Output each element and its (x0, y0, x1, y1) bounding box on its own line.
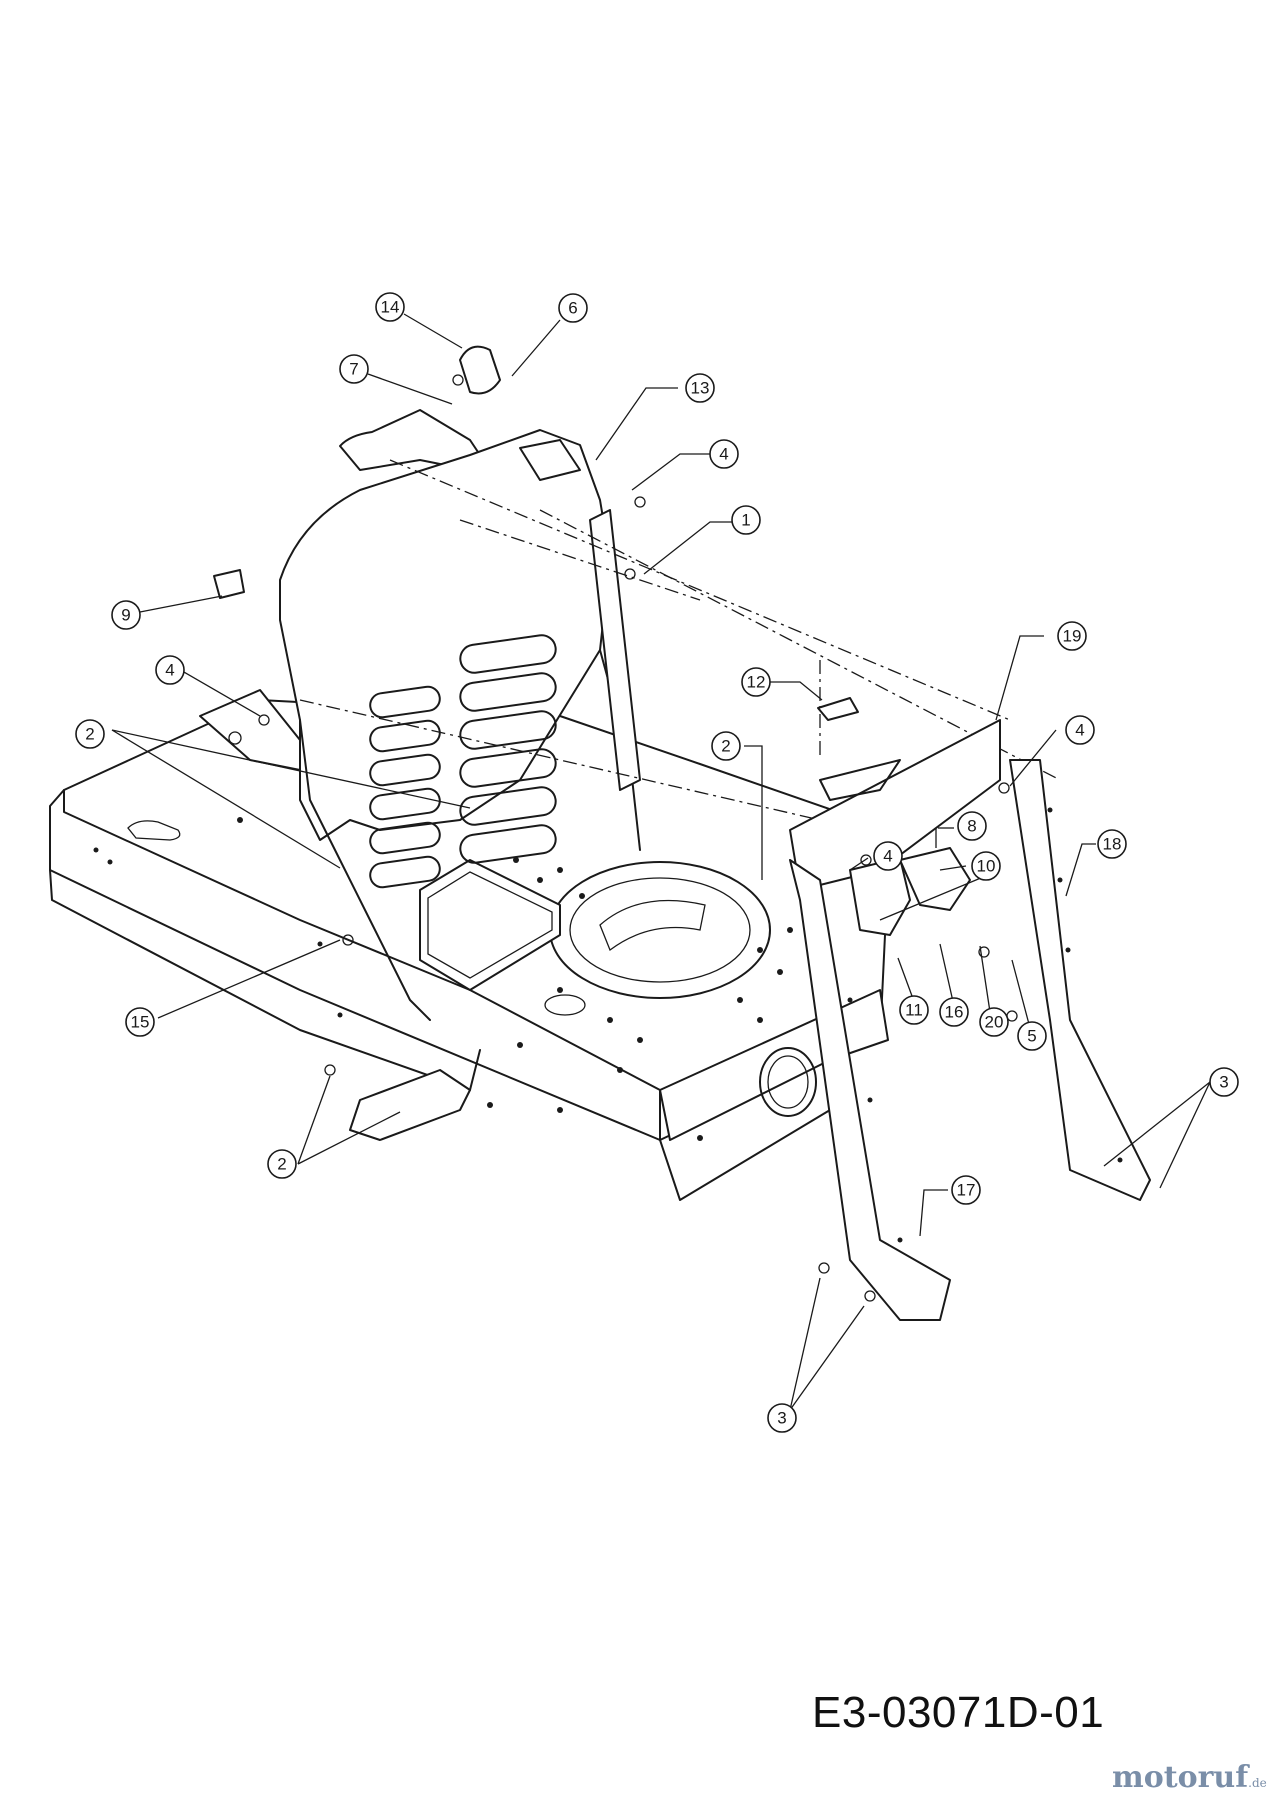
callout-number: 2 (277, 1155, 286, 1174)
callout: 13 (685, 373, 715, 403)
watermark-name: motoruf (1112, 1760, 1249, 1795)
callout: 1 (731, 505, 761, 535)
callout-number: 3 (1219, 1073, 1228, 1092)
callout-number: 20 (985, 1013, 1004, 1032)
callout: 9 (111, 600, 141, 630)
watermark-tld: .de (1248, 1776, 1267, 1790)
callout: 4 (155, 655, 185, 685)
callout-number: 15 (131, 1013, 150, 1032)
callout-number: 4 (165, 661, 174, 680)
callout: 4 (709, 439, 739, 469)
callout: 2 (711, 731, 741, 761)
callout: 3 (1209, 1067, 1239, 1097)
callout-number: 4 (883, 847, 892, 866)
callout-number: 18 (1103, 835, 1122, 854)
callout: 20 (979, 1007, 1009, 1037)
callout-number: 10 (977, 857, 996, 876)
callout-number: 19 (1063, 627, 1082, 646)
callout: 12 (741, 667, 771, 697)
callout: 3 (767, 1403, 797, 1433)
callout-number: 6 (568, 299, 577, 318)
callout-number: 4 (1075, 721, 1084, 740)
callout-number: 9 (121, 606, 130, 625)
callout-number: 11 (905, 1001, 923, 1020)
callout: 4 (1065, 715, 1095, 745)
callout: 4 (873, 841, 903, 871)
watermark-logo: motoruf.de (1112, 1760, 1267, 1795)
callout: 2 (267, 1149, 297, 1179)
callout-number: 14 (381, 298, 400, 317)
callout-number: 13 (691, 379, 710, 398)
callout-number: 4 (719, 445, 728, 464)
callout-number: 1 (741, 511, 750, 530)
callout: 19 (1057, 621, 1087, 651)
callout-number: 8 (967, 817, 976, 836)
callout: 6 (558, 293, 588, 323)
callout: 10 (971, 851, 1001, 881)
callout: 15 (125, 1007, 155, 1037)
callout-number: 3 (777, 1409, 786, 1428)
callout: 5 (1017, 1021, 1047, 1051)
callout: 18 (1097, 829, 1127, 859)
callout-number: 7 (349, 360, 358, 379)
callout: 7 (339, 354, 369, 384)
callouts: 14 6 7 13 4 1 9 4 12 19 4 2 2 8 18 4 10 … (75, 292, 1239, 1433)
callout: 16 (939, 997, 969, 1027)
callout: 2 (75, 719, 105, 749)
callout-number: 5 (1027, 1027, 1036, 1046)
callout-number: 2 (85, 725, 94, 744)
callout: 17 (951, 1175, 981, 1205)
right-side-rails (789, 719, 1151, 1321)
callout-number: 16 (945, 1003, 964, 1022)
callout-number: 2 (721, 737, 730, 756)
document-code: E3-03071D-01 (812, 1688, 1105, 1737)
callout: 14 (375, 292, 405, 322)
leader-lines (111, 313, 1211, 1411)
callout-number: 17 (957, 1181, 976, 1200)
callout: 8 (957, 811, 987, 841)
chassis-frame (49, 699, 891, 1201)
callout: 11 (899, 995, 929, 1025)
callout-number: 12 (747, 673, 766, 692)
